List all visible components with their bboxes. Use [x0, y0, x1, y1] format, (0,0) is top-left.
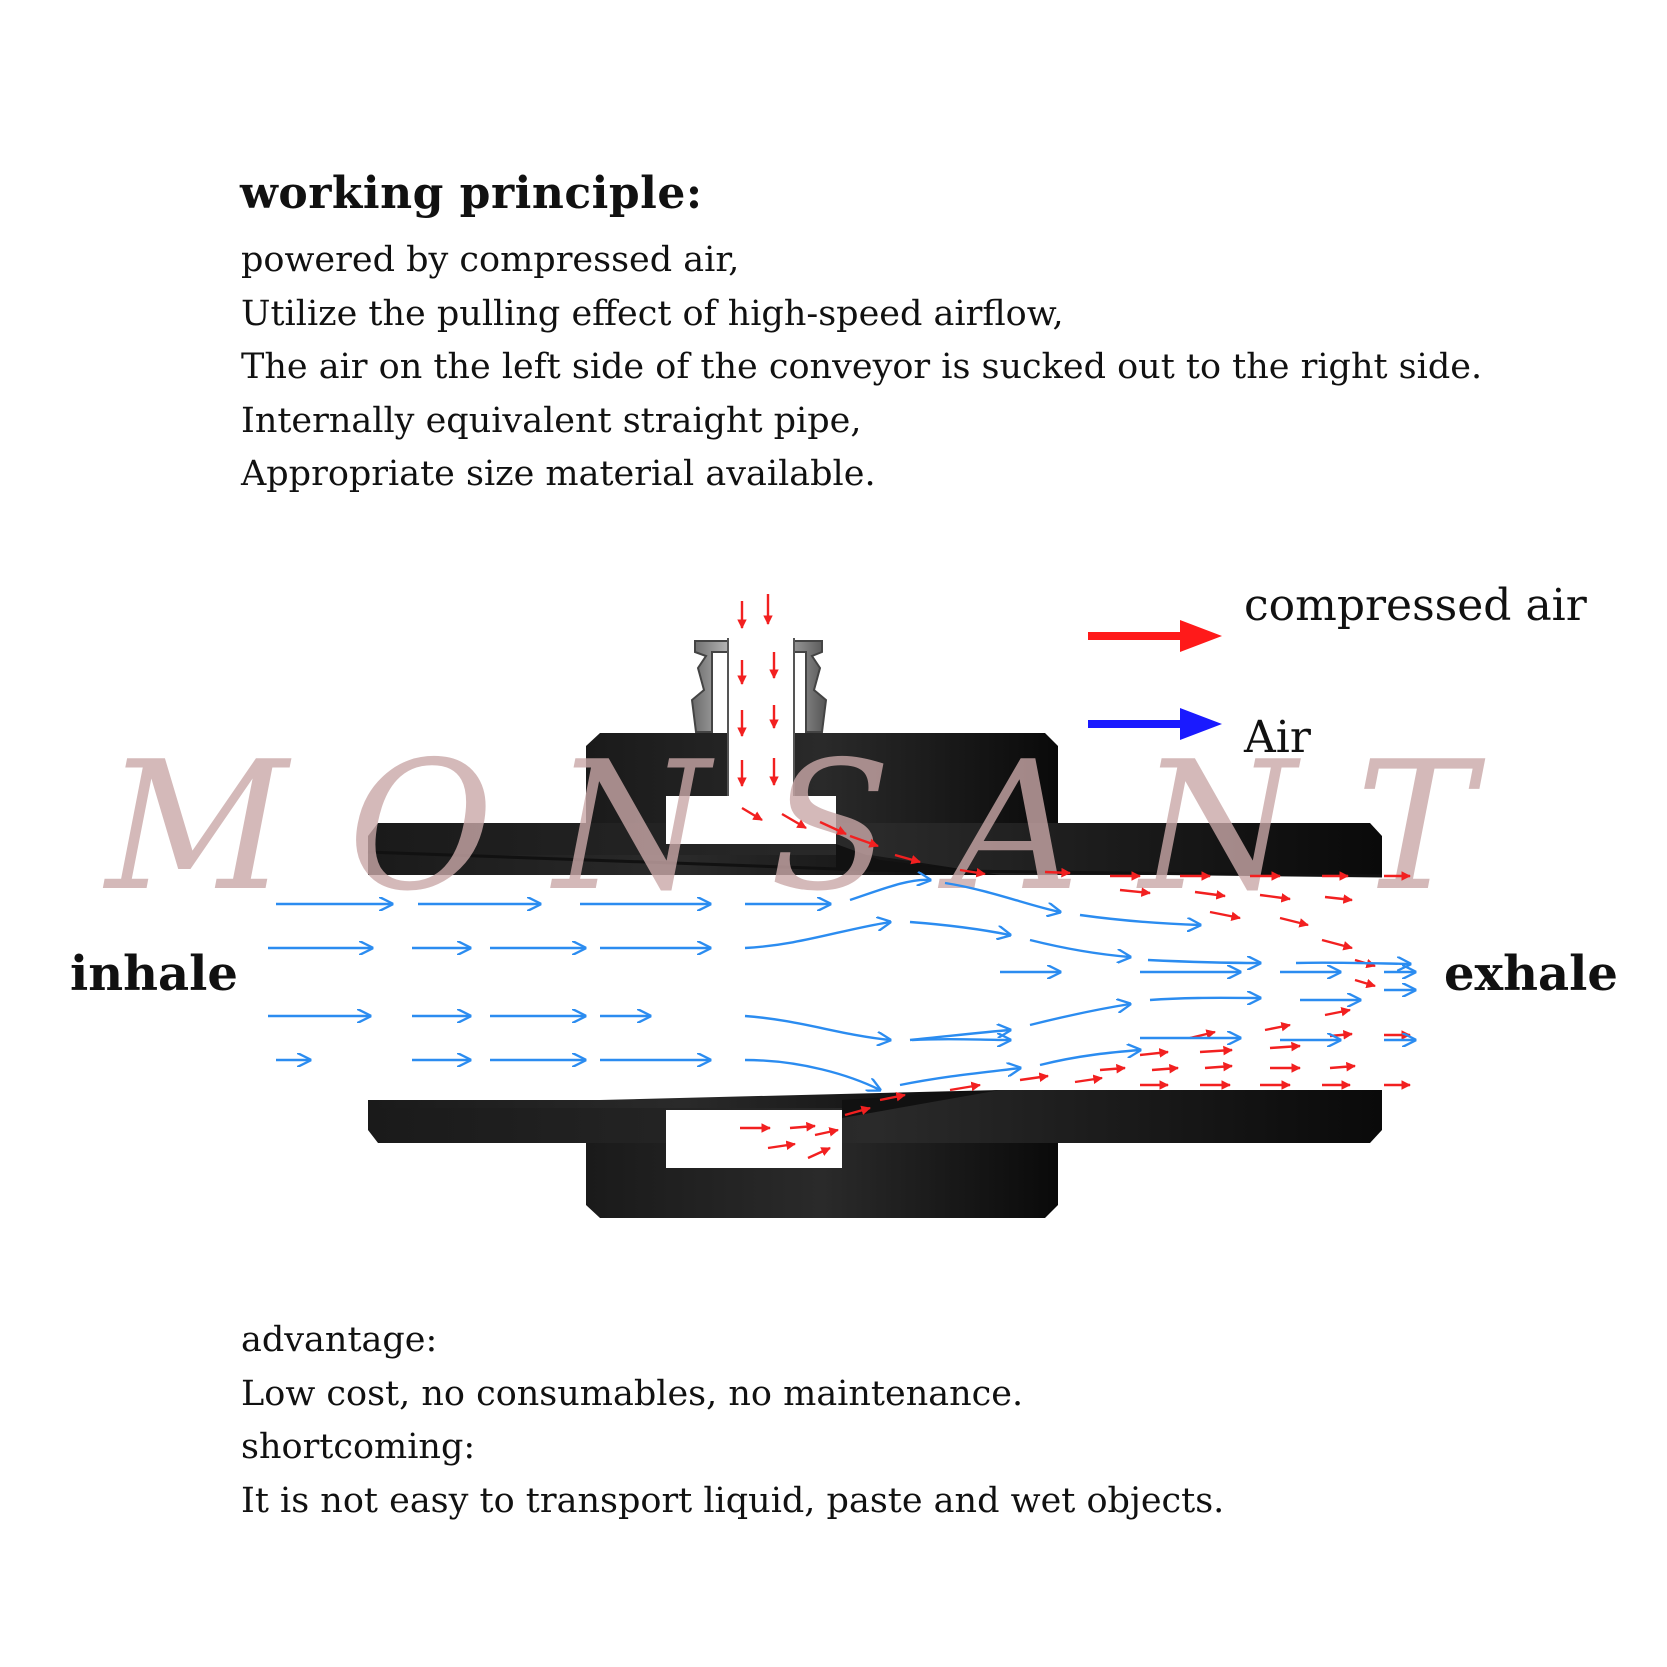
compressed-air-arrows — [737, 594, 1411, 1160]
principle-heading: working principle: — [240, 168, 703, 219]
principle-line: The air on the left side of the conveyor… — [241, 347, 1483, 387]
exhale-label: exhale — [1444, 946, 1618, 1002]
principle-line: Appropriate size material available. — [241, 454, 876, 494]
bottom-chamber — [666, 1110, 842, 1168]
top-nozzle-lip — [836, 844, 1000, 875]
notes-line: shortcoming: — [241, 1427, 476, 1467]
nozzle-fitting — [690, 640, 828, 733]
legend — [1088, 620, 1222, 740]
legend-compressed-air-label: compressed air — [1244, 580, 1587, 631]
notes-line: Low cost, no consumables, no maintenance… — [241, 1373, 1024, 1414]
principle-line: Utilize the pulling effect of high-speed… — [241, 293, 1064, 334]
bottom-nozzle-lip — [842, 1090, 1000, 1118]
top-chamber — [666, 796, 836, 844]
legend-air-label: Air — [1244, 712, 1311, 763]
principle-line: powered by compressed air, — [241, 240, 740, 280]
principle-lines: powered by compressed air, Utilize the p… — [241, 234, 1482, 502]
notes-line: It is not easy to transport liquid, past… — [241, 1480, 1225, 1521]
principle-line: Internally equivalent straight pipe, — [241, 400, 862, 441]
notes-line: advantage: — [241, 1320, 438, 1360]
notes-lines: advantage: Low cost, no consumables, no … — [241, 1314, 1224, 1528]
air-flow-arrows — [268, 880, 1415, 1090]
watermark: MONSANT — [103, 723, 1535, 930]
inhale-label: inhale — [70, 946, 238, 1002]
nozzle-bore — [728, 638, 794, 796]
